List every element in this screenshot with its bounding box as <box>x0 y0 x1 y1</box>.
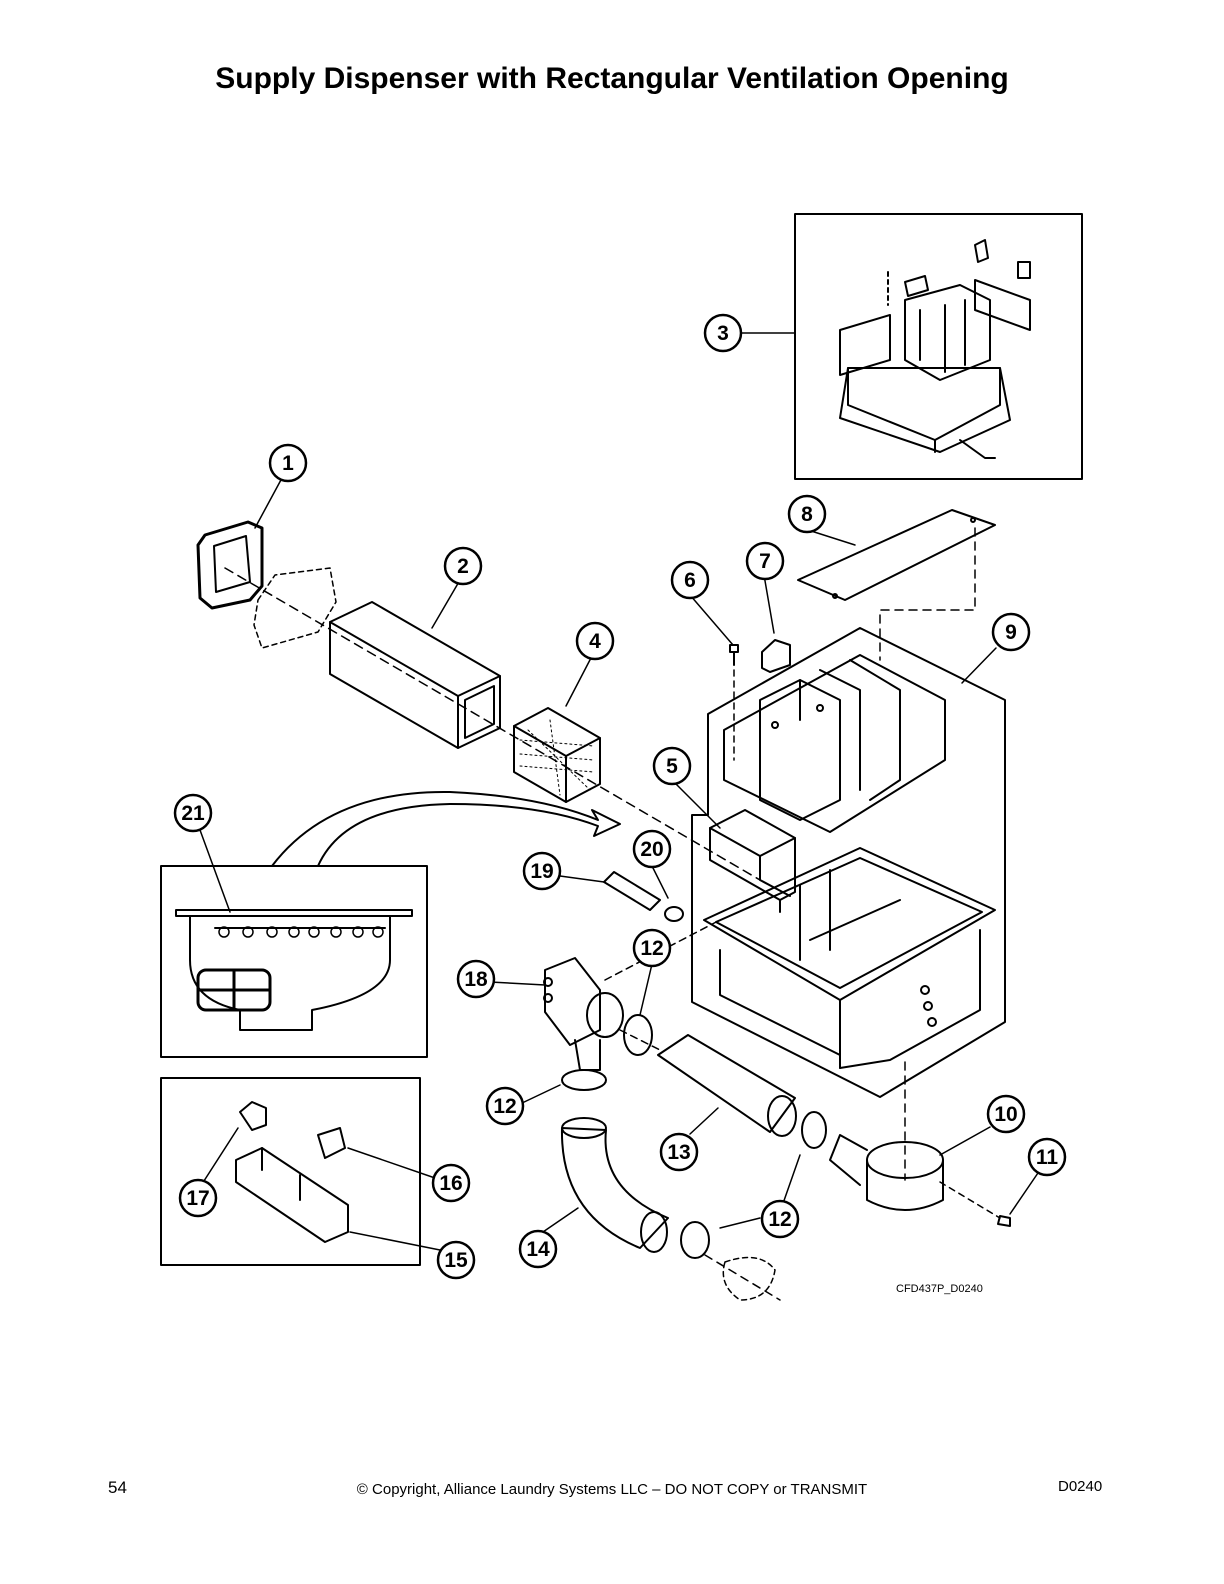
svg-text:12: 12 <box>493 1095 516 1118</box>
svg-text:19: 19 <box>530 860 553 883</box>
part-7-clip <box>761 639 791 673</box>
svg-text:7: 7 <box>759 550 771 573</box>
drawing-code: CFD437P_D0240 <box>896 1283 983 1295</box>
svg-text:14: 14 <box>526 1238 550 1261</box>
part-4-filter <box>513 707 601 803</box>
callout-15: 15 <box>436 1240 476 1280</box>
callout-14: 14 <box>518 1229 558 1269</box>
callout-12-b: 12 <box>485 1086 525 1126</box>
part-6-screw <box>729 644 739 761</box>
part-17-clip <box>239 1101 267 1131</box>
callout-16: 16 <box>431 1163 471 1203</box>
svg-text:13: 13 <box>667 1141 690 1164</box>
callout-4: 4 <box>575 621 615 661</box>
svg-text:21: 21 <box>181 802 205 825</box>
svg-text:10: 10 <box>994 1103 1017 1126</box>
svg-text:20: 20 <box>640 838 663 861</box>
svg-text:5: 5 <box>666 755 678 778</box>
page-title: Supply Dispenser with Rectangular Ventil… <box>215 62 1009 95</box>
callout-8: 8 <box>787 494 827 534</box>
inset-box-15-17 <box>160 1077 421 1266</box>
document-id: D0240 <box>1058 1478 1103 1495</box>
svg-text:2: 2 <box>457 555 469 578</box>
callout-13: 13 <box>659 1132 699 1172</box>
part-18-valve <box>543 957 624 1071</box>
svg-text:8: 8 <box>801 503 813 526</box>
callout-6: 6 <box>670 560 710 600</box>
part-20-ring <box>664 906 684 922</box>
leader-lines <box>199 332 1041 1251</box>
callout-12-c: 12 <box>760 1199 800 1239</box>
callouts: 1 2 3 4 5 6 7 8 9 10 11 12 12 12 12 13 1… <box>173 313 1067 1280</box>
part-11-screw <box>997 1215 1011 1227</box>
part-13-hose <box>657 1034 797 1137</box>
assembly-thumbnail <box>839 239 1031 459</box>
svg-text:15: 15 <box>444 1249 468 1272</box>
inset-box-assembly <box>794 213 1083 480</box>
part-19-tube <box>603 871 661 911</box>
part-2-duct <box>329 601 501 749</box>
curved-arrow <box>271 790 621 867</box>
page-number: 54 <box>108 1478 127 1497</box>
callout-20: 20 <box>632 829 672 869</box>
svg-text:3: 3 <box>717 322 729 345</box>
callout-5: 5 <box>652 746 692 786</box>
svg-text:12: 12 <box>640 937 663 960</box>
part-14-elbow <box>560 1117 669 1253</box>
part-10-adapter <box>829 1134 944 1211</box>
svg-text:6: 6 <box>684 569 696 592</box>
upper-insert <box>723 654 946 833</box>
svg-text:4: 4 <box>589 630 601 653</box>
part-15-compartment <box>235 1147 349 1243</box>
svg-text:18: 18 <box>464 968 488 991</box>
svg-text:17: 17 <box>186 1187 209 1210</box>
copyright-notice: © Copyright, Alliance Laundry Systems LL… <box>356 1481 868 1498</box>
part-1-gasket <box>196 520 337 649</box>
part-16-bracket <box>317 1127 346 1159</box>
part-8-cover <box>797 509 996 601</box>
callout-18: 18 <box>456 959 496 999</box>
callout-1: 1 <box>268 443 308 483</box>
svg-text:9: 9 <box>1005 621 1017 644</box>
callout-10: 10 <box>986 1094 1026 1134</box>
part-5-channel <box>709 809 796 913</box>
part-21-manifold <box>175 909 413 1031</box>
callout-11: 11 <box>1027 1137 1067 1177</box>
callout-7: 7 <box>745 541 785 581</box>
dispenser-body <box>703 847 996 1069</box>
callout-2: 2 <box>443 546 483 586</box>
svg-text:1: 1 <box>282 452 294 475</box>
callout-17: 17 <box>178 1178 218 1218</box>
callout-19: 19 <box>522 851 562 891</box>
part-9-outline <box>691 627 1006 1098</box>
callout-21: 21 <box>173 793 213 833</box>
inset-box-21 <box>160 865 428 1058</box>
svg-text:12: 12 <box>768 1208 791 1231</box>
svg-text:11: 11 <box>1036 1146 1059 1169</box>
callout-9: 9 <box>991 612 1031 652</box>
callout-12-a: 12 <box>632 928 672 968</box>
svg-text:16: 16 <box>439 1172 462 1195</box>
callout-3: 3 <box>703 313 743 353</box>
